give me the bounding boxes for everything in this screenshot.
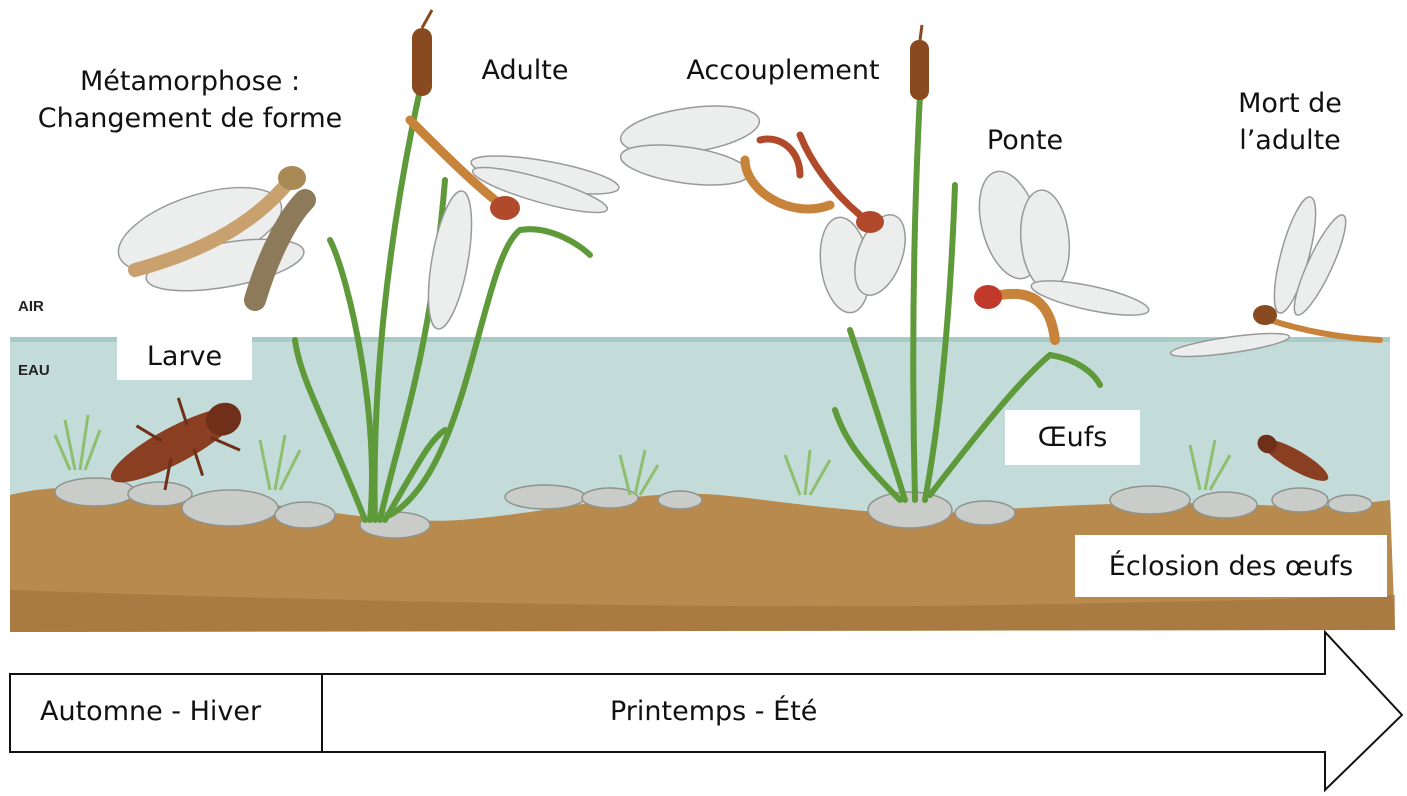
water-zone-label: EAU bbox=[18, 362, 50, 379]
left-cattail-spike bbox=[422, 10, 432, 28]
label-metamorphose: Métamorphose : Changement de forme bbox=[20, 63, 360, 137]
label-ponte: Ponte bbox=[965, 122, 1085, 159]
mating-dragonflies bbox=[618, 98, 915, 315]
label-mort-line2: l’adulte bbox=[1215, 122, 1365, 159]
left-cattail-head bbox=[412, 28, 432, 96]
season-autumn-winter: Automne - Hiver bbox=[40, 696, 261, 727]
label-mort-line1: Mort de bbox=[1215, 85, 1365, 122]
label-mort: Mort de l’adulte bbox=[1215, 85, 1365, 159]
adult-dragonfly bbox=[410, 120, 621, 332]
season-spring-summer: Printemps - Été bbox=[610, 696, 817, 727]
laying-dragonfly bbox=[969, 165, 1151, 340]
dead-dragonfly bbox=[1169, 193, 1380, 361]
air-zone-label: AIR bbox=[18, 298, 44, 315]
emerging-dragonfly bbox=[108, 166, 307, 301]
label-larve: Larve bbox=[117, 332, 252, 380]
label-adulte: Adulte bbox=[460, 52, 590, 89]
right-cattail-head bbox=[910, 40, 929, 100]
label-oeufs: Œufs bbox=[1005, 410, 1140, 465]
label-metamorphose-line1: Métamorphose : bbox=[20, 63, 360, 100]
label-eclosion: Éclosion des œufs bbox=[1075, 535, 1387, 597]
label-metamorphose-line2: Changement de forme bbox=[20, 100, 360, 137]
label-accouplement: Accouplement bbox=[668, 52, 898, 89]
right-cattail-spike bbox=[920, 25, 922, 40]
